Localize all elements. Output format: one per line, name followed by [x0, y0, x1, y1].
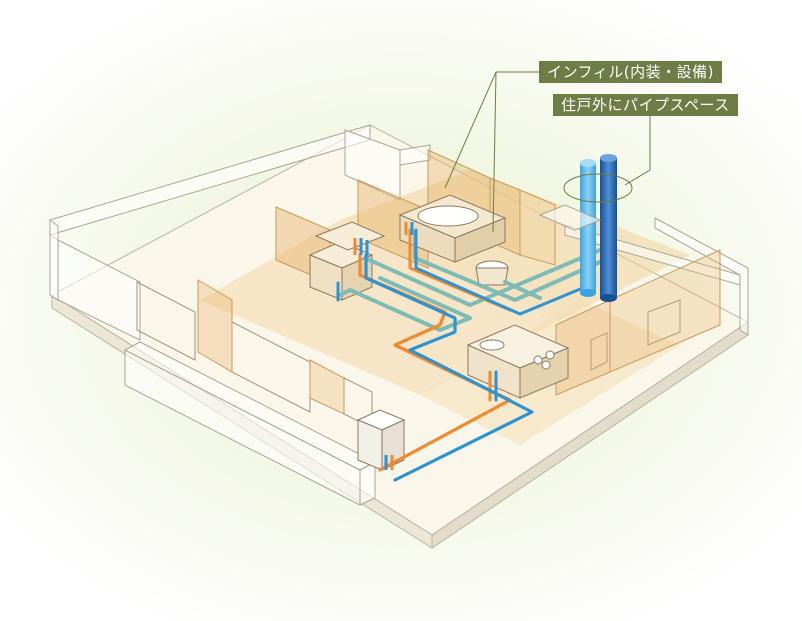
outer-walls [49, 124, 749, 506]
fixtures [308, 194, 570, 471]
horizontal-pipes [336, 228, 602, 482]
fixture-risers [353, 222, 414, 470]
window-openings [136, 281, 681, 429]
pipe-space-label: 住戸外にパイプスペース [553, 94, 738, 116]
infill-label: インフィル(内装・設備) [539, 61, 722, 83]
vertical-pipe-shaft [538, 154, 617, 302]
